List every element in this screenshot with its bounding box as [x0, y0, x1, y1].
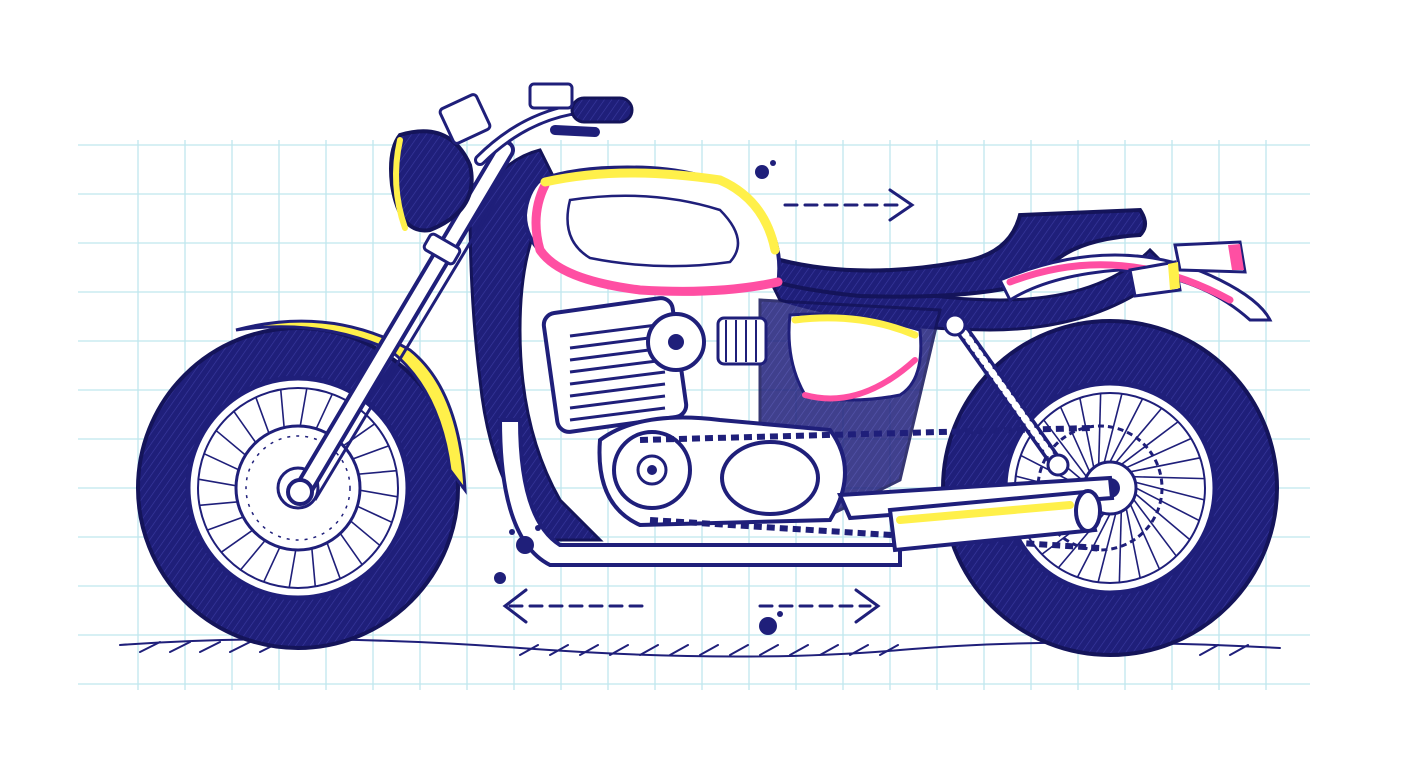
wheel-spoke: [1109, 398, 1144, 463]
arrow-right-icon: [758, 588, 881, 624]
wheel-spoke: [1079, 397, 1095, 468]
wheel-spoke: [1134, 493, 1191, 541]
wheel-spoke: [1133, 475, 1205, 480]
rear-wheel: [941, 319, 1279, 657]
engine: [541, 296, 847, 528]
front-fender: [235, 319, 467, 495]
side-cover: [787, 312, 923, 402]
arrow-left-icon: [502, 588, 652, 624]
seat: [767, 207, 1147, 299]
wheel-spoke: [1059, 406, 1091, 473]
wheel-spoke: [1130, 457, 1201, 473]
wheel-spoke: [1129, 503, 1161, 570]
wheel-spoke: [1120, 421, 1179, 466]
rear-shock: [943, 313, 1070, 477]
cooling-fin: [569, 370, 666, 386]
drive-chain: [639, 425, 1101, 551]
cooling-fin: [569, 406, 666, 422]
arrow-right-icon: [783, 188, 915, 222]
wheel-spoke: [1135, 487, 1200, 522]
fuel-tank: [522, 165, 783, 296]
wheel-spoke: [1135, 481, 1205, 501]
headlight: [389, 129, 474, 233]
rear-fender: [997, 240, 1273, 322]
ink-blot-icon: [494, 160, 783, 635]
cooling-fin: [569, 394, 666, 410]
wheel-spoke: [1125, 508, 1141, 579]
wheel-spoke: [1097, 513, 1117, 583]
exhaust-pipe: [497, 418, 1102, 567]
wheel-spoke: [1125, 437, 1192, 469]
wheel-spoke: [1118, 511, 1123, 583]
front-fork: [286, 140, 522, 506]
wheel-spoke: [1043, 419, 1088, 478]
wheel-spoke: [1115, 407, 1163, 464]
cooling-fin: [569, 382, 666, 398]
wheel-spoke: [1097, 393, 1102, 465]
handlebars: [438, 82, 634, 166]
wheel-spoke: [1132, 498, 1177, 557]
cooling-fin: [569, 322, 666, 338]
cooling-fin: [569, 358, 666, 374]
